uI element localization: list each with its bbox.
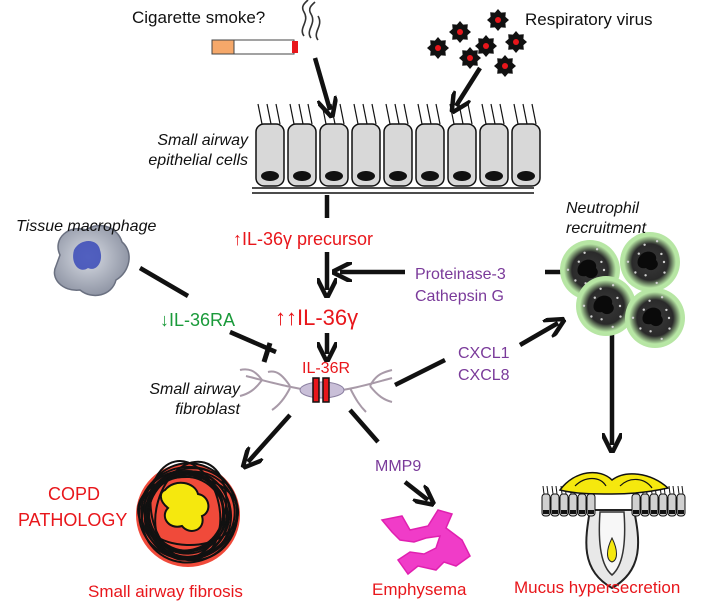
receptor-left-icon bbox=[312, 377, 320, 403]
proteinase3-label: Proteinase-3 bbox=[415, 266, 506, 283]
smoke-label: Cigarette smoke? bbox=[132, 8, 266, 27]
epithelium-label-line2: epithelial cells bbox=[148, 152, 248, 169]
macrophage-line bbox=[138, 266, 190, 298]
cxcl1-label: CXCL1 bbox=[458, 345, 510, 362]
fibrosis-icon bbox=[136, 460, 240, 567]
il36r-label: IL-36R bbox=[302, 360, 351, 377]
mmp9-line bbox=[348, 408, 380, 444]
fibrosis-arrow bbox=[248, 413, 292, 462]
fibroblast-icon bbox=[239, 368, 393, 413]
copd-label-line2: PATHOLOGY bbox=[18, 510, 128, 530]
cigarette-icon bbox=[211, 0, 321, 55]
macrophage-label: Tissue macrophage bbox=[16, 218, 157, 235]
copd-label-line1: COPD bbox=[47, 484, 100, 504]
emphysema-arrow bbox=[403, 480, 428, 500]
receptor-right-icon bbox=[322, 377, 330, 403]
epithelium-label-line1: Small airway bbox=[157, 132, 248, 149]
fibroblast-label-line2: fibroblast bbox=[175, 401, 240, 418]
macrophage-icon bbox=[53, 224, 130, 297]
mucus-label: Mucus hypersecretion bbox=[514, 578, 681, 597]
emphysema-label: Emphysema bbox=[372, 580, 467, 599]
virus-label: Respiratory virus bbox=[525, 10, 653, 29]
il36g-label: ↑↑IL-36γ bbox=[275, 305, 359, 330]
mucus-gland-icon bbox=[541, 471, 686, 590]
virus-particles-icon bbox=[427, 9, 527, 77]
neutrophil-label-line1: Neutrophil bbox=[566, 200, 639, 217]
il36g-precursor-label: ↑IL-36γ precursor bbox=[233, 229, 374, 249]
fibroblast-label-line1: Small airway bbox=[149, 381, 240, 398]
neutrophils-icon bbox=[560, 232, 685, 348]
il36ra-inhibit-bar bbox=[261, 342, 273, 363]
cxcl8-label: CXCL8 bbox=[458, 367, 510, 384]
smoke-arrow bbox=[312, 57, 330, 110]
neutrophil-label-line2: recruitment bbox=[566, 220, 647, 237]
mmp9-label: MMP9 bbox=[375, 458, 422, 475]
il36ra-label: ↓IL-36RA bbox=[160, 310, 236, 330]
virus-arrow bbox=[456, 66, 482, 106]
cathepsin-g-label: Cathepsin G bbox=[415, 288, 504, 305]
cxcl-arrow bbox=[518, 323, 558, 347]
fibrosis-label: Small airway fibrosis bbox=[88, 582, 243, 601]
cxcl-line bbox=[393, 357, 447, 388]
emphysema-icon bbox=[380, 509, 471, 576]
epithelium-icon bbox=[252, 103, 541, 194]
